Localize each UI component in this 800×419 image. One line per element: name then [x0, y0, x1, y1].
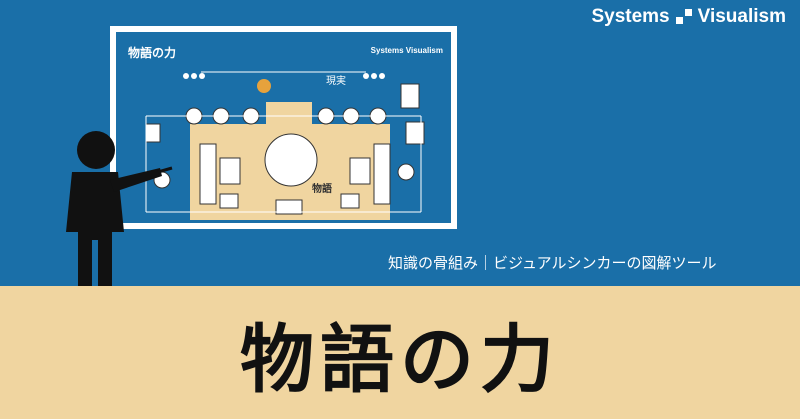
brand-name-left: Systems [591, 6, 670, 27]
page-title: 物語の力 [240, 317, 560, 403]
board-story-label: 物語 [312, 184, 332, 195]
center-circle [264, 133, 318, 187]
title-band [0, 286, 800, 419]
board-real-label: 現実 [326, 76, 346, 87]
highlight-node [257, 79, 271, 93]
board-brand: Systems Visualism [370, 46, 443, 55]
brand-name-right: Visualism [697, 6, 786, 27]
people-icons [183, 73, 385, 79]
brand-mark-icon [675, 9, 692, 25]
tagline: 知識の骨組み｜ビジュアルシンカーの図解ツール [388, 254, 717, 272]
story-top [266, 102, 312, 126]
links [145, 71, 422, 213]
board-title: 物語の力 [128, 46, 177, 60]
presentation-board: 物語の力 Systems Visualism 現実 [110, 26, 457, 229]
brand-logo: Systems Visualism [591, 6, 786, 28]
board-diagram [145, 71, 425, 220]
